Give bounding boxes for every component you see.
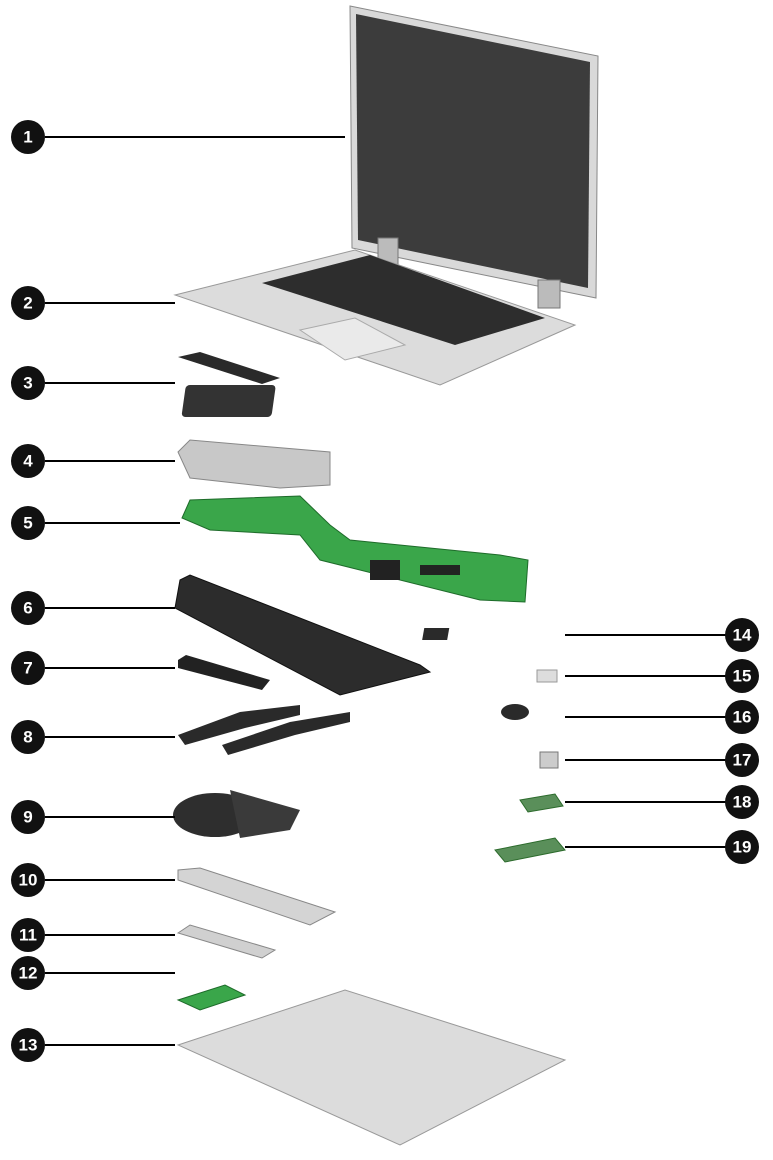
part-display-assembly xyxy=(349,5,599,309)
svg-text:10: 10 xyxy=(19,871,38,890)
callout-1: 1 xyxy=(11,120,45,154)
svg-text:4: 4 xyxy=(23,452,33,471)
callout-9: 9 xyxy=(11,800,45,834)
callout-7: 7 xyxy=(11,651,45,685)
svg-text:9: 9 xyxy=(23,808,32,827)
callout-15: 15 xyxy=(725,659,759,693)
part-18-wlan xyxy=(519,793,564,813)
part-speakers xyxy=(178,705,350,755)
part-heat-spreader xyxy=(177,867,337,926)
part-17 xyxy=(539,751,559,769)
callout-11: 11 xyxy=(11,918,45,952)
part-bottom-cover xyxy=(176,989,567,1146)
part-16 xyxy=(501,704,529,720)
svg-text:1: 1 xyxy=(23,128,32,147)
part-fan xyxy=(173,790,300,838)
part-bracket xyxy=(176,924,277,959)
callout-14: 14 xyxy=(725,618,759,652)
part-ssd xyxy=(178,655,270,690)
part-19-wwan xyxy=(494,837,566,863)
callout-10: 10 xyxy=(11,863,45,897)
svg-text:17: 17 xyxy=(733,751,752,770)
svg-text:16: 16 xyxy=(733,708,752,727)
callout-6: 6 xyxy=(11,591,45,625)
svg-text:6: 6 xyxy=(23,599,32,618)
svg-text:2: 2 xyxy=(23,294,32,313)
svg-text:5: 5 xyxy=(23,514,32,533)
svg-text:13: 13 xyxy=(19,1036,38,1055)
callout-16: 16 xyxy=(725,700,759,734)
svg-text:19: 19 xyxy=(733,838,752,857)
callout-3: 3 xyxy=(11,366,45,400)
part-usb-board xyxy=(176,984,247,1011)
svg-text:8: 8 xyxy=(23,728,32,747)
callout-2: 2 xyxy=(11,286,45,320)
svg-text:14: 14 xyxy=(733,626,752,645)
part-system-board xyxy=(181,495,529,603)
callout-19: 19 xyxy=(725,830,759,864)
callout-18: 18 xyxy=(725,785,759,819)
svg-text:18: 18 xyxy=(733,793,752,812)
part-15 xyxy=(536,669,558,683)
svg-text:12: 12 xyxy=(19,964,38,983)
part-top-cover-keyboard xyxy=(173,249,577,386)
part-14 xyxy=(422,628,450,640)
part-shield xyxy=(177,439,331,489)
callout-13: 13 xyxy=(11,1028,45,1062)
svg-text:15: 15 xyxy=(733,667,752,686)
svg-text:3: 3 xyxy=(23,374,32,393)
part-heat-sink xyxy=(178,352,280,417)
callout-4: 4 xyxy=(11,444,45,478)
leader-lines xyxy=(45,136,728,1046)
callout-5: 5 xyxy=(11,506,45,540)
callout-17: 17 xyxy=(725,743,759,777)
svg-text:7: 7 xyxy=(23,659,32,678)
callout-12: 12 xyxy=(11,956,45,990)
svg-text:11: 11 xyxy=(19,926,37,945)
callout-8: 8 xyxy=(11,720,45,754)
